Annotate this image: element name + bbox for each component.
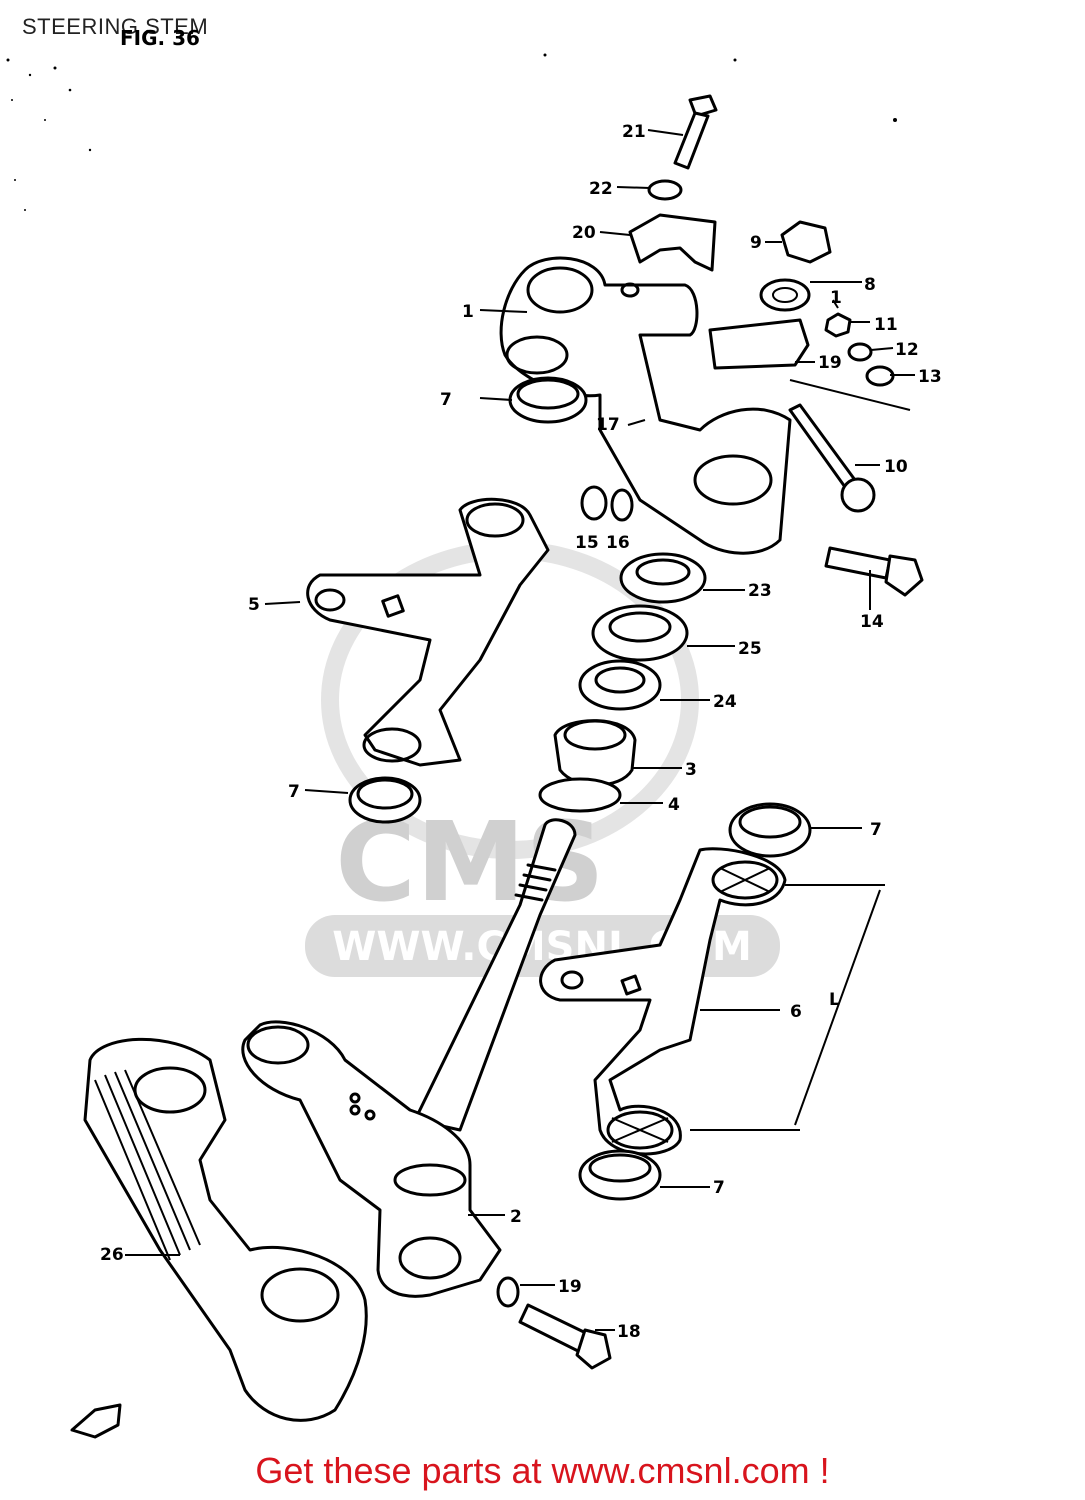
callout-9: 9 <box>750 233 762 253</box>
callout-7-right: 7 <box>870 820 882 840</box>
part-26-cover <box>83 1037 368 1422</box>
part-8-washer <box>759 278 811 312</box>
callout-22: 22 <box>589 179 613 199</box>
callout-4: 4 <box>668 795 680 815</box>
callout-14: 14 <box>860 612 884 632</box>
part-15-nut <box>580 485 608 521</box>
part-3-bearing <box>553 719 637 787</box>
callout-5: 5 <box>248 595 260 615</box>
callout-15: 15 <box>575 533 599 553</box>
callout-6: 6 <box>790 1002 802 1022</box>
callout-13: 13 <box>918 367 942 387</box>
callout-1: 1 <box>462 302 474 322</box>
callout-7-bottom: 7 <box>713 1178 725 1198</box>
part-10-bolt <box>788 403 876 513</box>
callout-7-upper: 7 <box>440 390 452 410</box>
part-1-upper-bracket <box>499 256 810 555</box>
page-title: STEERING STEM <box>22 14 209 39</box>
scan-noise <box>6 53 897 211</box>
leader-lines <box>125 129 915 1331</box>
callout-26: 26 <box>100 1245 124 1265</box>
part-21-bolt <box>673 94 718 170</box>
figure-label: FIG. 36 <box>120 26 200 50</box>
callout-labels: 21 22 20 9 8 1 11 12 13 1 19 7 17 10 15 … <box>100 122 942 1342</box>
part-4-race <box>538 777 622 813</box>
callout-24: 24 <box>713 692 737 712</box>
callout-L: L <box>829 990 840 1010</box>
callout-20: 20 <box>572 223 596 243</box>
callout-18: 18 <box>617 1322 641 1342</box>
part-23-dust-seal <box>619 552 707 604</box>
part-24-bearing <box>578 659 662 711</box>
part-19-washer <box>496 1276 520 1308</box>
callout-19-lower: 19 <box>558 1277 582 1297</box>
callout-23: 23 <box>748 581 772 601</box>
callout-2: 2 <box>510 1207 522 1227</box>
part-7-seal-b <box>348 776 422 824</box>
callout-19: 19 <box>818 353 842 373</box>
part-7-seal-d <box>578 1149 662 1201</box>
callout-7-left: 7 <box>288 782 300 802</box>
part-20-cap <box>628 213 717 272</box>
part-7-seal-a <box>508 376 588 424</box>
callout-16: 16 <box>606 533 630 553</box>
callout-3: 3 <box>685 760 697 780</box>
part-12-washer <box>847 342 873 362</box>
callout-11: 11 <box>874 315 898 335</box>
part-18-bolt <box>518 1303 612 1370</box>
part-5-headlight-bracket <box>306 497 550 767</box>
part-14-bolt <box>824 546 924 597</box>
forward-arrow-icon <box>70 1403 122 1439</box>
part-22-washer <box>647 179 683 201</box>
callout-10: 10 <box>884 457 908 477</box>
part-11-nut <box>824 312 852 338</box>
part-13-washer <box>865 365 895 387</box>
dimension-L <box>690 884 885 1131</box>
part-9-nut <box>780 220 832 264</box>
part-7-seal-c <box>728 802 812 858</box>
part-16-washer <box>610 488 634 522</box>
callout-1a: 1 <box>830 288 842 308</box>
callout-12: 12 <box>895 340 919 360</box>
part-2-steering-stem <box>241 818 577 1298</box>
part-25-race <box>591 604 689 662</box>
callout-17: 17 <box>596 415 620 435</box>
footer-parts-link[interactable]: Get these parts at www.cmsnl.com ! <box>255 1450 830 1491</box>
callout-25: 25 <box>738 639 762 659</box>
callout-8: 8 <box>864 275 876 295</box>
part-6-bracket <box>539 847 787 1156</box>
callout-21: 21 <box>622 122 646 142</box>
